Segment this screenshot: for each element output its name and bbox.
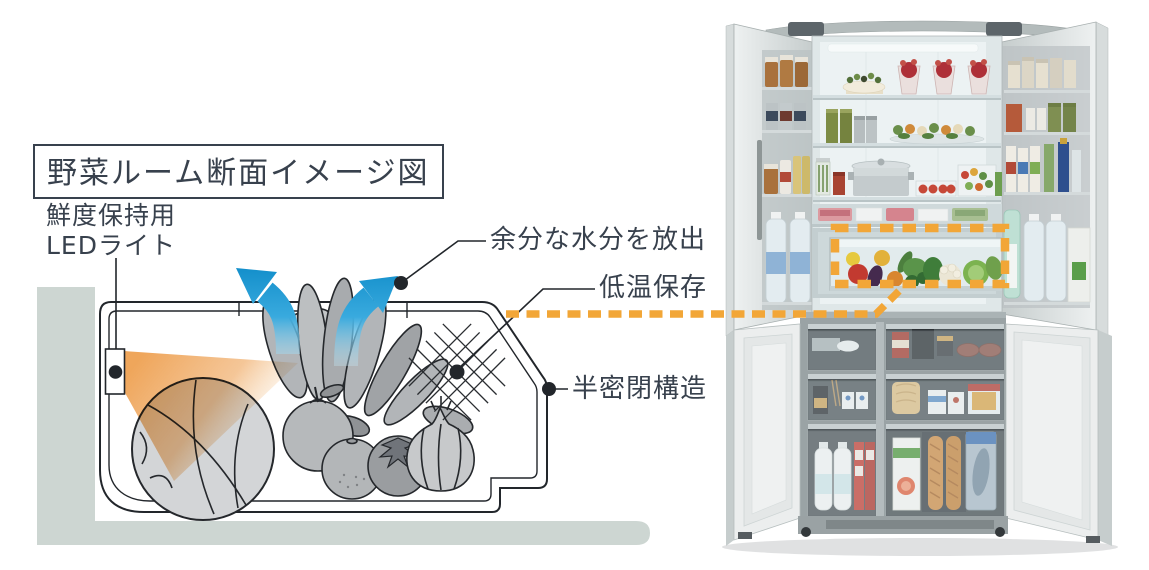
freezer-drawers-right (885, 324, 1005, 517)
led-light-dot-icon (108, 365, 123, 379)
fridge-interior (811, 35, 1003, 313)
caster-wheel (801, 527, 811, 537)
callout-dot-icon (542, 382, 556, 396)
freezer-drawers-left (807, 324, 877, 517)
led-light-module (104, 258, 126, 395)
door-bin-cans (762, 103, 812, 133)
fridge-upper-right-door (1001, 21, 1109, 337)
onion-illustration (406, 396, 475, 492)
highlight-dashed-connector (506, 285, 905, 318)
door-bin-water-bottles (762, 212, 812, 305)
diagram-title: 野菜ルーム断面イメージ図 (33, 144, 444, 199)
door-bin-cream-jars (1004, 57, 1090, 93)
door-bin-condiments (1004, 103, 1090, 135)
glass-shelves (813, 95, 1001, 202)
led-label-line2: LEDライト (46, 231, 176, 260)
led-light-label: 鮮度保持用 LEDライト (46, 201, 176, 261)
chilled-meat-row (812, 204, 1002, 227)
led-beam (124, 351, 298, 481)
fridge-top-hinge-left (788, 22, 824, 36)
freezer-center-frame (800, 318, 1006, 520)
fridge-lower-right-door (1005, 323, 1112, 546)
fridge-kickplate (738, 516, 1100, 543)
fridge-floor-shadow (722, 538, 1118, 556)
door-bin-tall-bottles (1004, 138, 1090, 195)
mandarin-illustration (321, 437, 383, 500)
cross-section-diagram (37, 240, 650, 545)
shelf-food-cake-parfaits (842, 59, 991, 95)
shelf-food-pot-boxes (815, 158, 1002, 197)
fridge-mid-divider (806, 312, 1006, 322)
moisture-arrow-icon (236, 268, 398, 367)
fridge-photo (722, 20, 1118, 556)
callout-dot-icon (394, 276, 408, 290)
fridge-top-hinge-right (986, 22, 1022, 36)
door-bin-large-bottles (1003, 209, 1091, 305)
fridge-upper-left-door (725, 23, 813, 337)
low-temp-label: 低温保存 (599, 273, 708, 303)
led-label-line1: 鮮度保持用 (46, 201, 177, 230)
door-bin-jars (762, 55, 812, 90)
shelf-food-jars-platter (826, 109, 985, 145)
door-bin-bottles (762, 156, 812, 197)
fridge-lower-left-door (726, 323, 801, 546)
caster-wheel (995, 527, 1005, 537)
highlight-overlay (506, 223, 1010, 318)
semi-sealed-label: 半密閉構造 (572, 374, 708, 404)
callout-lines (394, 240, 595, 396)
moisture-release-label: 余分な水分を放出 (490, 225, 707, 255)
door-handle-groove (757, 140, 762, 240)
